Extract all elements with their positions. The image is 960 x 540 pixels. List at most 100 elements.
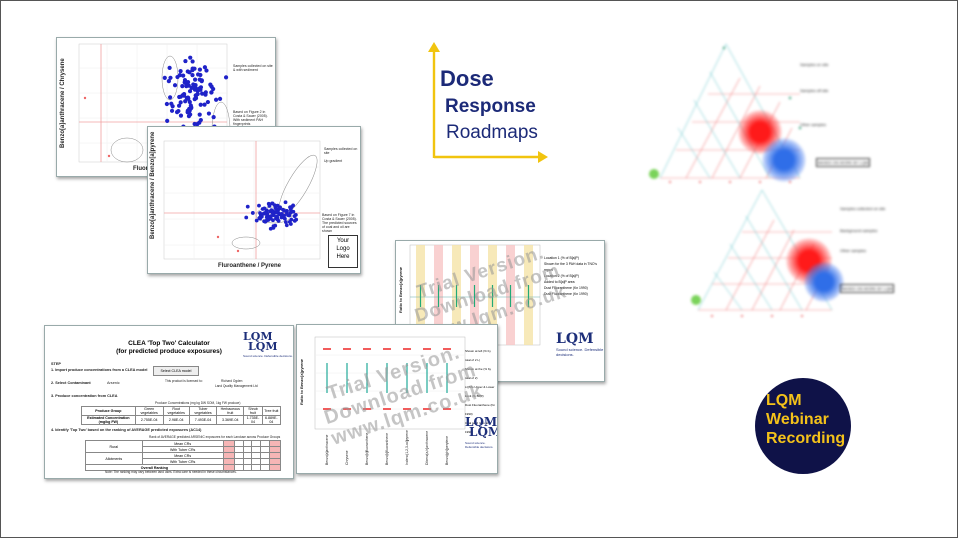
clea-lqm-logo-2: LQM: [248, 340, 278, 353]
scatter-point: [168, 95, 173, 100]
clea-step-2: 2. Select Contaminant: [51, 381, 91, 385]
scatter-point: [165, 118, 170, 123]
category-label: Benzo[k]fluoranthene: [385, 432, 389, 465]
scatter-point: [223, 75, 229, 80]
scatter-front-y-label: Benzo[a]anthracene / Benzo[a]pyrene: [150, 131, 156, 239]
scatter-back-points: [162, 55, 229, 139]
scatter-point: [267, 217, 271, 222]
scatter-point: [211, 86, 216, 92]
scatter-point: [211, 115, 216, 120]
scatter-point: [190, 85, 195, 90]
scatter-point: [254, 218, 259, 223]
scatter-back-legend: Samples collected on site & with sedimen…: [233, 64, 273, 72]
scatter-point: [257, 203, 261, 208]
title-dose: Dose: [440, 66, 494, 91]
scatter-front-legend-2: Up gradient: [324, 159, 343, 163]
scatter-point: [162, 75, 167, 80]
scatter-point: [187, 70, 192, 75]
scatter-point: [198, 102, 203, 107]
scatter-point: [188, 106, 193, 111]
scatter-front-note: Based on Figure 7 in Costa & Sauer (2005…: [322, 213, 357, 233]
ternary-diagram-top: Samples on site Samples off site Other s…: [640, 38, 918, 198]
scatter-point: [202, 65, 208, 70]
scatter-point: [188, 103, 193, 108]
scatter-point: [287, 220, 292, 224]
scatter-point: [264, 209, 269, 214]
scatter-point: [196, 72, 201, 77]
scatter-point: [192, 77, 198, 82]
ternary-top-blue-blob: [762, 138, 806, 182]
scatter-point: [164, 101, 169, 107]
badge-line-2: Webinar: [766, 411, 829, 428]
scatter-point: [191, 82, 196, 87]
scatter-point: [283, 200, 288, 205]
ratio-front-legend-2: Shown at the (% by total of 2): [465, 367, 492, 380]
scatter-point: [187, 99, 192, 105]
ratio-back-legend-2: Shown for the 3 PAH data in TNO's report: [544, 262, 597, 272]
clea-licensee-name: Richard Ogden: [221, 379, 243, 383]
ternary-bottom-blue-blob: [804, 262, 844, 302]
scatter-point: [195, 122, 200, 127]
scatter-point: [206, 111, 212, 116]
clea-contaminant[interactable]: Arsenic: [107, 381, 120, 385]
clea-est-2: 2.98E-04: [162, 415, 190, 425]
scatter-point: [200, 91, 205, 96]
ratio-back-lqm-logo: LQM: [556, 331, 594, 347]
clea-est-6: 6.889E-04: [261, 415, 282, 425]
scatter-point: [258, 211, 262, 215]
scatter-point: [181, 73, 186, 78]
scatter-point: [177, 73, 182, 78]
ternary-top-caption: BASED ON WORK BY LQM: [816, 158, 871, 167]
scatter-point: [176, 103, 182, 108]
ratio-front-legend-5: Coal tar 2 (2 to al. 1990): [465, 421, 489, 434]
scatter-point: [188, 55, 193, 60]
clea-concentration-table: Produce Group Green vegetables Root vege…: [81, 406, 282, 425]
clea-col-4: Herbaceous fruit: [216, 406, 245, 416]
scatter-point: [213, 97, 219, 102]
ratio-front-legend: Shown at left (% by total of 2 L) Shown …: [465, 347, 497, 437]
scatter-point: [283, 220, 288, 225]
scatter-point: [186, 83, 191, 88]
scatter-point: [176, 108, 181, 114]
scatter-point: [284, 223, 289, 228]
ratio-front-lqm-tagline: Sound science. Defensible decisions.: [465, 441, 494, 449]
select-clea-model-button[interactable]: Select CLEA model: [153, 366, 199, 376]
scatter-plot-front: Benzo[a]anthracene / Benzo[a]pyrene Flur…: [147, 126, 361, 274]
ratio-back-legend-5: Dust Fluoranthene (Kn 1990): [544, 286, 588, 290]
scatter-point: [178, 69, 183, 74]
ratio-back-legend-3: Location 2 (% of B[a]P): [544, 274, 579, 278]
clea-est-4: 3.369E-04: [216, 415, 245, 425]
ratio-back-markers: [419, 285, 530, 307]
category-label: Benzo[ghi]perylene: [445, 435, 449, 465]
clea-col-6: Tree fruit: [261, 406, 282, 416]
ratio-front-lqm-logo-2: LQM: [469, 425, 498, 439]
title-response: Response: [445, 96, 536, 117]
scatter-point: [282, 208, 287, 213]
ternary-top-legend-2: Samples off site: [800, 88, 829, 93]
roadmap-arrows: [428, 42, 548, 163]
scatter-point: [273, 206, 278, 210]
category-label: Chrysene: [345, 450, 349, 465]
scatter-point: [197, 67, 203, 72]
scatter-point: [183, 99, 188, 104]
scatter-point: [197, 112, 202, 117]
category-label: Benzo[a]anthracene: [325, 434, 329, 465]
scatter-point: [170, 104, 175, 109]
ratio-back-legend-1: Location 1 (% of B[a]P): [544, 256, 579, 260]
scatter-point: [288, 207, 293, 212]
scatter-point: [167, 65, 172, 70]
scatter-point: [190, 72, 195, 78]
clea-step: STEP: [51, 362, 61, 366]
clea-licensed-to: This product is licensed to:: [165, 379, 203, 383]
scatter-point: [202, 102, 207, 107]
scatter-point: [262, 219, 267, 224]
ratio-back-y-label: Ratio to Benzo[a]pyrene: [398, 266, 403, 313]
scatter-point: [190, 59, 195, 64]
scatter-point: [279, 212, 284, 217]
ternary-top-legend-1: Samples on site: [800, 62, 829, 67]
scatter-point: [291, 209, 296, 214]
clea-est-5: 1.735E-04: [243, 415, 263, 425]
scatter-point: [277, 206, 282, 211]
